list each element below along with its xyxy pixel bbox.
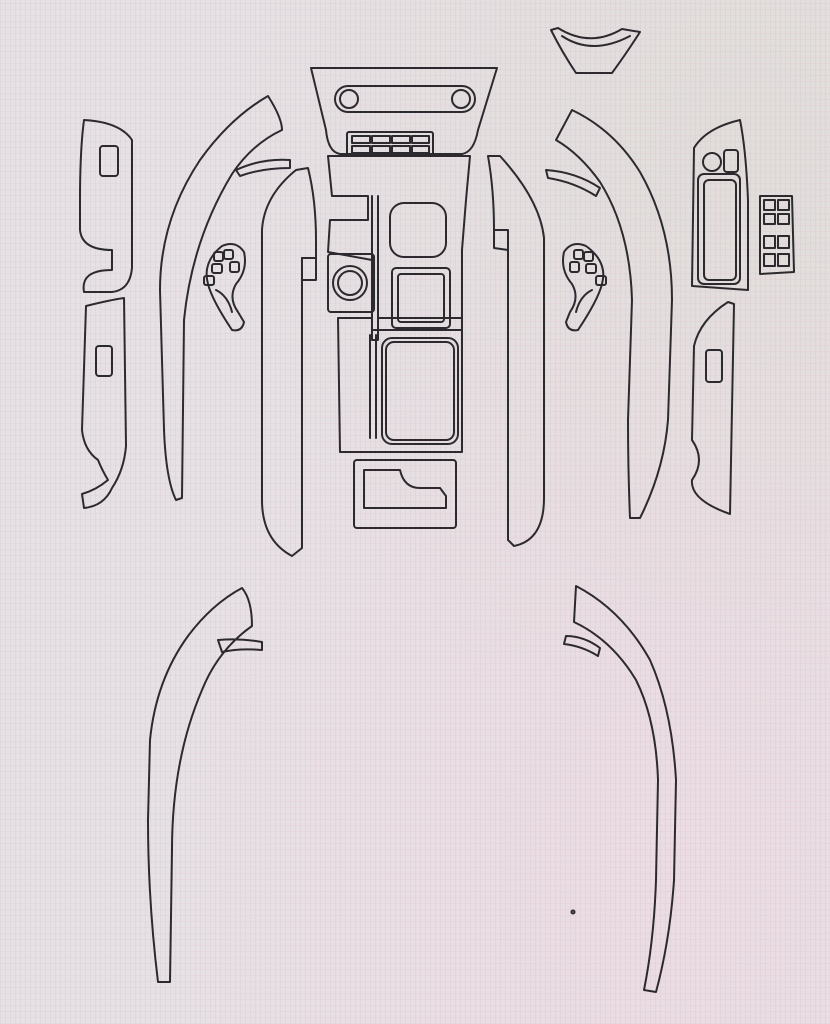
right-rear-door-strip	[573, 585, 677, 993]
switch-buttons	[351, 135, 430, 154]
console-cup-plate	[327, 253, 375, 313]
right-seat-switch-buttons	[569, 249, 607, 313]
left-rear-door-strip	[147, 587, 253, 983]
window-switch-plate	[759, 195, 795, 275]
right-front-door-trim	[545, 169, 601, 197]
right-console-side-notch	[493, 229, 509, 251]
left-front-door-handle-panel	[79, 119, 133, 293]
cupholder-ring-inner	[337, 270, 363, 296]
right-front-handle-well	[697, 173, 741, 285]
rear-console-plate	[353, 459, 457, 529]
right-rear-door-handle-panel	[690, 301, 735, 515]
vent-right-ring	[451, 89, 471, 109]
left-rear-door-handle-panel	[81, 297, 127, 509]
right-front-handle-slot	[723, 149, 739, 173]
left-console-side-notch	[301, 257, 317, 281]
rear-console-cutout	[363, 469, 447, 509]
cupholder-ring-outer	[332, 265, 368, 301]
console-gear-recess	[389, 202, 447, 258]
armrest-panel-inner	[385, 341, 455, 441]
top-visor-piece-inner	[561, 35, 631, 47]
right-front-handle-well-inner	[703, 179, 737, 281]
speck-mark	[570, 909, 576, 915]
top-visor-piece	[550, 27, 641, 74]
left-console-side-strip	[261, 167, 317, 557]
left-seat-switch-buttons	[203, 249, 240, 313]
dashboard-center-panel	[310, 67, 498, 155]
right-front-door-handle-panel	[691, 119, 749, 291]
right-rear-handle-slot	[705, 349, 723, 383]
center-console-lower	[337, 317, 463, 453]
console-tray-inner	[397, 273, 445, 323]
right-console-side-strip	[487, 155, 545, 547]
vent-left-ring	[339, 89, 359, 109]
console-divider-strip	[371, 195, 379, 331]
left-front-door-strip	[159, 95, 283, 501]
armrest-panel	[381, 337, 459, 445]
left-rear-handle-slot	[95, 345, 113, 377]
left-seat-switch-plate	[205, 243, 246, 332]
right-rear-door-trim	[563, 635, 601, 657]
console-tray	[391, 267, 451, 329]
right-front-handle-knob	[702, 152, 722, 172]
window-switch-buttons	[763, 199, 790, 267]
left-rear-door-trim	[217, 638, 263, 653]
dashboard-vent-bar	[334, 85, 476, 113]
right-front-door-strip	[555, 109, 673, 519]
console-side-strip	[369, 334, 377, 439]
left-front-handle-slot	[99, 145, 119, 177]
left-front-door-trim	[235, 158, 291, 177]
